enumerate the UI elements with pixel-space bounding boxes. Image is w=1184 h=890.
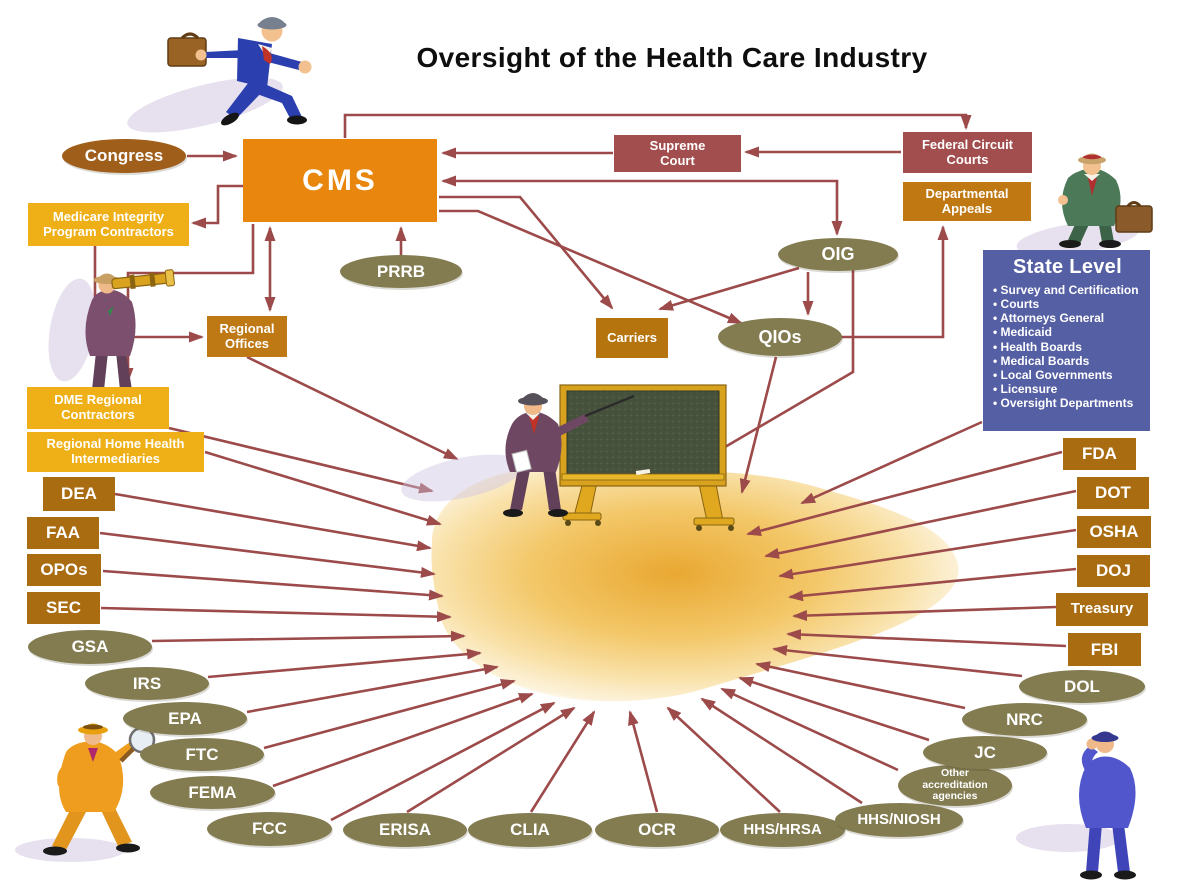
edge-epa-to-industry-cloud <box>246 663 499 714</box>
edge-fcc-to-industry-cloud <box>330 701 556 822</box>
state-level-item: Medical Boards <box>993 354 1142 368</box>
edge-dot-to-industry-cloud <box>764 489 1077 559</box>
edge-regional-offices-to-industry-cloud <box>246 355 459 461</box>
edge-sec-to-industry-cloud <box>100 606 452 623</box>
state-level-title: State Level <box>1013 256 1122 278</box>
edge-dea-to-industry-cloud <box>114 492 432 552</box>
state-level-item: Licensure <box>993 382 1142 396</box>
edge-oig-to-industry-cloud <box>694 270 855 466</box>
edge-cms-to-carriers <box>439 195 614 310</box>
edge-nrc-to-industry-cloud <box>755 661 966 710</box>
edge-qios-to-departmental-appeals <box>841 225 949 339</box>
magnifier-man-clipart <box>15 723 156 862</box>
edge-cms-to-medicare-integrity-program-contractors <box>191 184 243 229</box>
edge-dol-to-industry-cloud <box>772 644 1023 678</box>
instructor-clipart <box>401 393 635 517</box>
page-title: Oversight of the Health Care Industry <box>416 42 928 73</box>
edge-hhs-hrsa-to-industry-cloud <box>666 706 781 813</box>
edge-erisa-to-industry-cloud <box>406 706 576 814</box>
edge-regional-home-health-intermediaries-to-industry-cloud <box>204 450 442 526</box>
edge-clia-to-industry-cloud <box>529 710 596 813</box>
edge-fda-to-industry-cloud <box>746 450 1063 537</box>
edge-oig-to-carriers <box>658 266 800 311</box>
edge-treasury-to-industry-cloud <box>792 605 1057 622</box>
edge-dme-regional-contractors-to-industry-cloud <box>168 426 434 494</box>
edge-cms-to-federal-circuit-courts <box>343 113 972 138</box>
edge-fbi-to-industry-cloud <box>786 629 1067 648</box>
edge-faa-to-industry-cloud <box>99 531 436 578</box>
edge-osha-to-industry-cloud <box>778 528 1077 580</box>
edge-doj-to-industry-cloud <box>788 567 1077 602</box>
edge-fema-to-industry-cloud <box>272 692 534 788</box>
state-level-panel: State Level Survey and CertificationCour… <box>983 250 1150 431</box>
edge-hhs-niosh-to-industry-cloud <box>700 697 863 805</box>
state-level-item: Survey and Certification <box>993 283 1142 297</box>
telescope-man-clipart <box>48 269 175 396</box>
edge-oig-to-cms <box>441 175 843 236</box>
state-level-list: Survey and CertificationCourtsAttorneys … <box>993 283 1142 410</box>
edge-irs-to-industry-cloud <box>207 648 482 679</box>
chalkboard-clipart <box>559 384 735 531</box>
state-level-item: Health Boards <box>993 340 1142 354</box>
edge-ocr-to-industry-cloud <box>628 710 659 813</box>
state-level-item: Local Governments <box>993 368 1142 382</box>
state-level-item: Courts <box>993 297 1142 311</box>
connector-lines <box>93 113 1077 822</box>
edge-cms-to-qios <box>439 209 743 325</box>
edge-other-accreditation-agencies-to-industry-cloud <box>720 687 899 772</box>
edge-jc-to-industry-cloud <box>738 676 930 742</box>
state-level-item: Oversight Departments <box>993 396 1142 410</box>
edge-gsa-to-industry-cloud <box>151 630 466 643</box>
industry-cloud <box>431 464 959 702</box>
edge-ftc-to-industry-cloud <box>263 679 516 750</box>
green-suit-businessman-clipart <box>1016 153 1153 256</box>
state-level-item: Attorneys General <box>993 311 1142 325</box>
puzzled-man-clipart <box>1016 731 1136 880</box>
edge-state-level-to-industry-cloud <box>800 420 983 505</box>
edge-cms-to-dme-regional-contractors <box>122 224 255 383</box>
state-level-item: Medicaid <box>993 325 1142 339</box>
edge-opos-to-industry-cloud <box>102 569 444 601</box>
edge-qios-to-industry-cloud <box>739 356 778 494</box>
running-businessman-clipart <box>127 17 312 133</box>
